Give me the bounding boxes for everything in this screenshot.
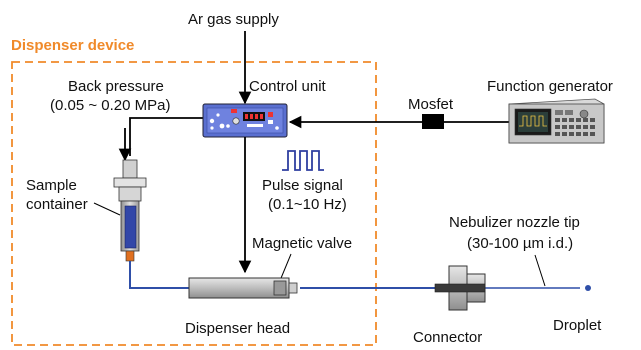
magnetic-valve-label: Magnetic valve	[252, 235, 352, 252]
container-label: container	[26, 196, 88, 213]
back-pressure-range-label: (0.05 ~ 0.20 MPa)	[50, 97, 170, 114]
sample-container-pointer	[93, 202, 121, 216]
mosfet-component	[422, 114, 444, 129]
dispenser-head-label: Dispenser head	[185, 320, 290, 337]
sample-label: Sample	[26, 177, 77, 194]
mosfet-label: Mosfet	[408, 96, 454, 113]
back-pressure-line	[129, 117, 205, 156]
function-generator	[508, 98, 605, 144]
tubing-line	[129, 261, 189, 289]
sample-container	[113, 159, 147, 262]
pulse-signal-label: Pulse signal	[262, 177, 343, 194]
connector	[434, 265, 486, 311]
back-pressure-label: Back pressure	[68, 78, 164, 95]
control-unit	[202, 103, 288, 138]
dispenser-device-title: Dispenser device	[11, 37, 134, 54]
dispenser-device-box	[11, 61, 377, 346]
droplet-label: Droplet	[553, 317, 602, 334]
nozzle-size-label: (30-100 µm i.d.)	[467, 235, 573, 252]
ar-gas-supply-label: Ar gas supply	[188, 11, 279, 28]
nebulizer-nozzle-tip-label: Nebulizer nozzle tip	[449, 214, 580, 231]
control-unit-label: Control unit	[249, 78, 327, 95]
nozzle-tip-pointer	[534, 254, 546, 287]
droplet	[585, 285, 591, 291]
connector-label: Connector	[413, 329, 482, 346]
pulse-signal-icon	[282, 150, 324, 171]
pulse-range-label: (0.1~10 Hz)	[268, 196, 347, 213]
dispenser-head	[188, 277, 298, 299]
function-generator-label: Function generator	[487, 78, 613, 95]
